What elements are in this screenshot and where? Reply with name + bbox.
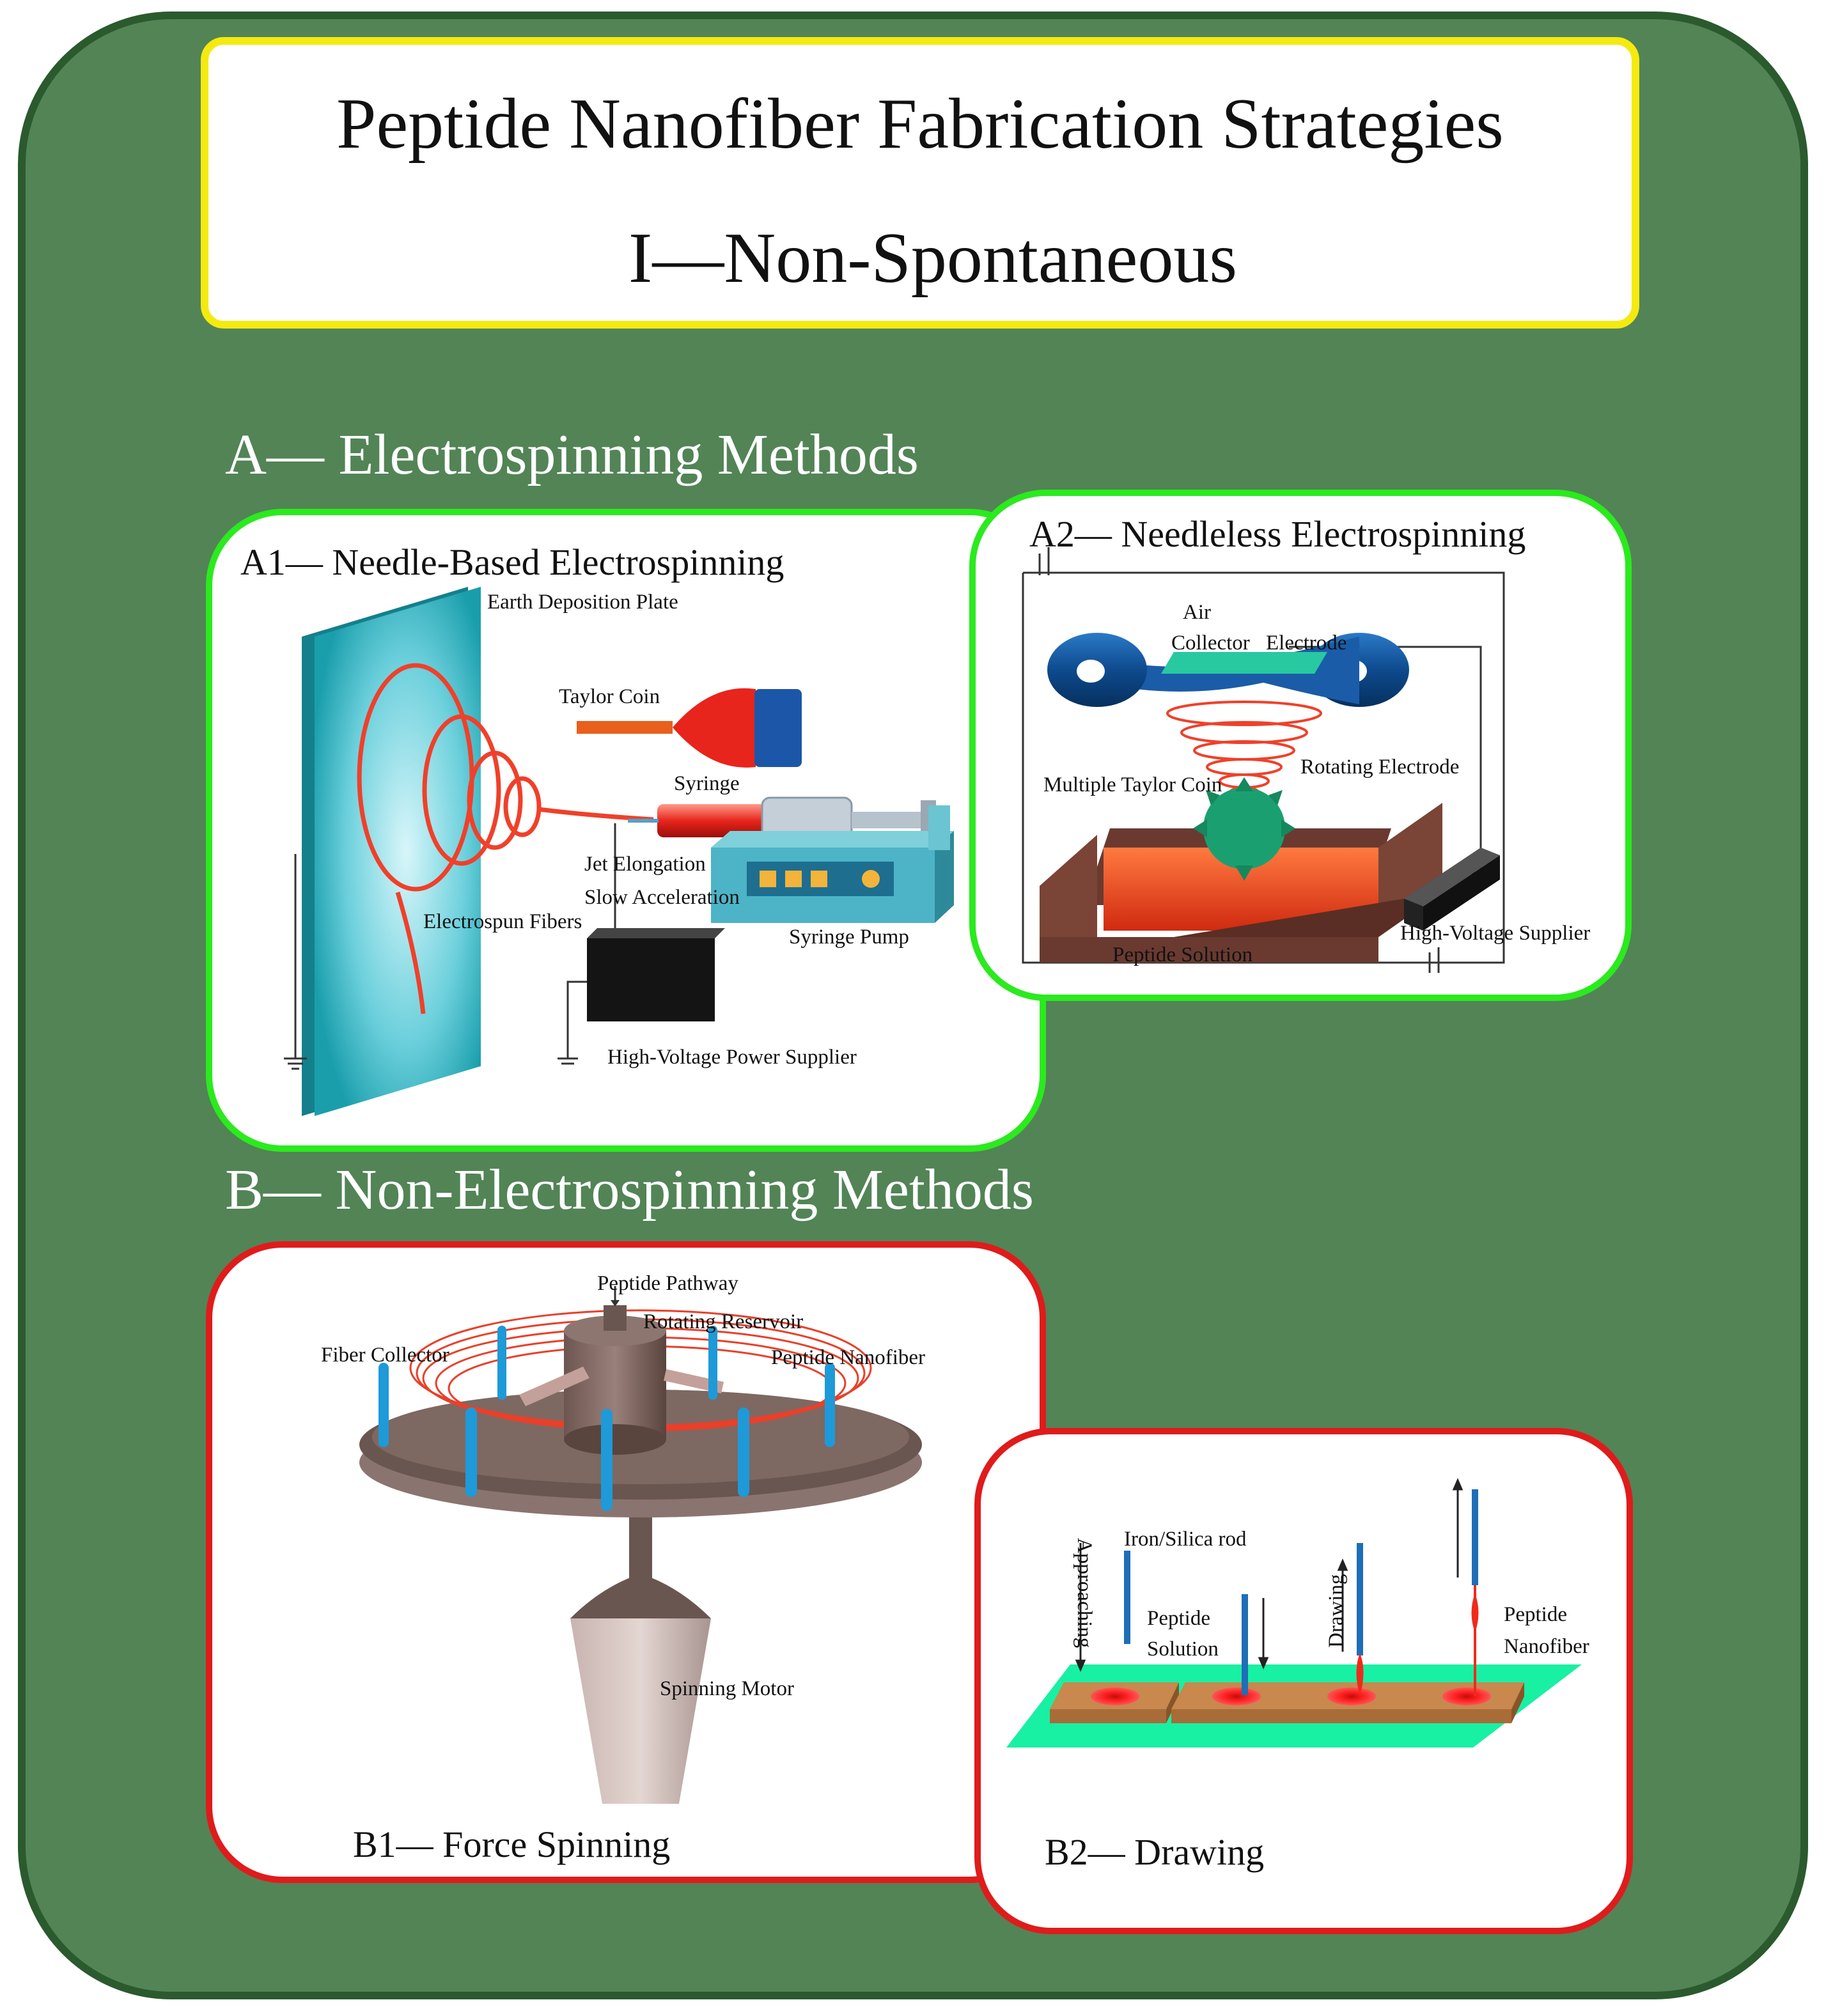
pump-button [785, 871, 802, 887]
hv-top [1404, 848, 1500, 906]
bath-front [1040, 937, 1378, 963]
rotating-electrode [1203, 787, 1285, 869]
label-earth-plate: Earth Deposition Plate [487, 591, 678, 614]
label-slow-acceleration: Slow Acceleration [584, 886, 740, 909]
pump-side [935, 831, 954, 923]
pump-button [760, 871, 776, 887]
label-approaching: Approaching [1073, 1538, 1096, 1648]
rod-approaching [1124, 1551, 1130, 1644]
label-peptide-nanofiber-1: Peptide [1504, 1603, 1567, 1626]
fiber-collector-rods [378, 1326, 835, 1511]
pump-clamp [928, 805, 950, 850]
label-spinning-motor: Spinning Motor [660, 1677, 794, 1700]
label-electrode: Electrode [1266, 632, 1347, 655]
rotating-reservoir [564, 1331, 666, 1439]
rod-nanofiber [1472, 1489, 1478, 1585]
roller-axle [1077, 660, 1105, 683]
nanofiber-bead [1471, 1593, 1479, 1632]
air-electrode [1161, 652, 1327, 674]
label-collector: Collector [1171, 632, 1250, 655]
reservoir-bottom [564, 1424, 666, 1455]
motor-coupling [570, 1574, 711, 1618]
power-supplier [587, 938, 715, 1021]
taylor-cone [673, 688, 756, 768]
label-power-supplier: High-Voltage Power Supplier [607, 1046, 857, 1069]
label-peptide-pathway: Peptide Pathway [597, 1272, 738, 1295]
label-fiber-collector: Fiber Collector [321, 1344, 449, 1367]
b2-illustration [1006, 1478, 1582, 1748]
b2-title: B2— Drawing [1045, 1831, 1265, 1873]
reservoir-nozzle [519, 1367, 589, 1406]
label-multiple-taylor: Multiple Taylor Coin [1043, 773, 1222, 796]
label-rotating-reservoir: Rotating Reservoir [643, 1310, 804, 1333]
label-rotating-electrode: Rotating Electrode [1300, 756, 1460, 779]
hv-supplier [1423, 855, 1500, 931]
label-peptide-nanofiber: Peptide Nanofiber [771, 1346, 926, 1369]
bath-floor [1040, 892, 1442, 950]
pathway-arrow-head [611, 1300, 620, 1307]
label-syringe-pump: Syringe Pump [789, 926, 909, 949]
circuit-wire [1022, 571, 1505, 964]
label-drawing: Drawing [1325, 1574, 1348, 1648]
section-a-heading: A— Electrospinning Methods [225, 423, 919, 486]
power-top [587, 928, 725, 938]
a2-title: A2— Needleless Electrospinning [1029, 513, 1526, 555]
motion-arrows [1075, 1478, 1463, 1672]
rod-drawing [1357, 1543, 1363, 1655]
peptide-solution [1104, 848, 1378, 931]
main-title: Peptide Nanofiber Fabrication Strategies [336, 84, 1504, 164]
b1-title: B1— Force Spinning [353, 1824, 671, 1865]
label-jet-elongation: Jet Elongation [584, 853, 706, 876]
label-peptide-solution-2: Solution [1147, 1638, 1219, 1661]
hv-front [1404, 899, 1423, 931]
section-b-heading: B— Non-Electrospinning Methods [225, 1158, 1034, 1221]
label-peptide-nanofiber-2: Nanofiber [1504, 1635, 1589, 1658]
label-iron-silica-rod: Iron/Silica rod [1124, 1528, 1247, 1551]
main-subtitle: I—Non-Spontaneous [628, 219, 1237, 298]
peptide-droplet [1327, 1687, 1376, 1705]
label-taylor-coin: Taylor Coin [559, 685, 660, 708]
peptide-pathway [604, 1305, 627, 1331]
deposition-plate [315, 587, 481, 1116]
label-electrospun-fibers: Electrospun Fibers [423, 910, 582, 933]
label-peptide-solution: Peptide Solution [1112, 943, 1253, 966]
syringe-barrel [657, 804, 766, 837]
electrospun-fibers [357, 663, 654, 1014]
a2-illustration [1022, 547, 1505, 973]
taylor-nozzle [754, 689, 802, 767]
peptide-droplet [1442, 1687, 1491, 1705]
label-air: Air [1183, 601, 1211, 624]
rod-contact [1242, 1594, 1248, 1695]
electrode-spikes [1193, 777, 1295, 881]
pump-button [811, 871, 827, 887]
peptide-droplet [1212, 1687, 1261, 1705]
b1-illustration [359, 1286, 922, 1804]
bath-wall-left [1040, 835, 1097, 950]
peptide-droplet [1091, 1687, 1139, 1705]
pump-knob [862, 870, 880, 888]
label-syringe: Syringe [674, 772, 740, 795]
title-box: Peptide Nanofiber Fabrication Strategies… [201, 37, 1639, 329]
a1-illustration [284, 587, 954, 1116]
syringe-plunger [852, 812, 922, 828]
label-peptide-solution-1: Peptide [1147, 1607, 1210, 1630]
power-ground-wire [566, 981, 587, 1058]
spinning-motor [570, 1618, 711, 1804]
drawn-peptide [1356, 1653, 1364, 1696]
a1-title: A1— Needle-Based Electrospinning [240, 541, 784, 583]
taylor-needle [577, 721, 673, 734]
label-hv-supplier: High-Voltage Supplier [1400, 922, 1591, 945]
pump-top [711, 831, 954, 848]
